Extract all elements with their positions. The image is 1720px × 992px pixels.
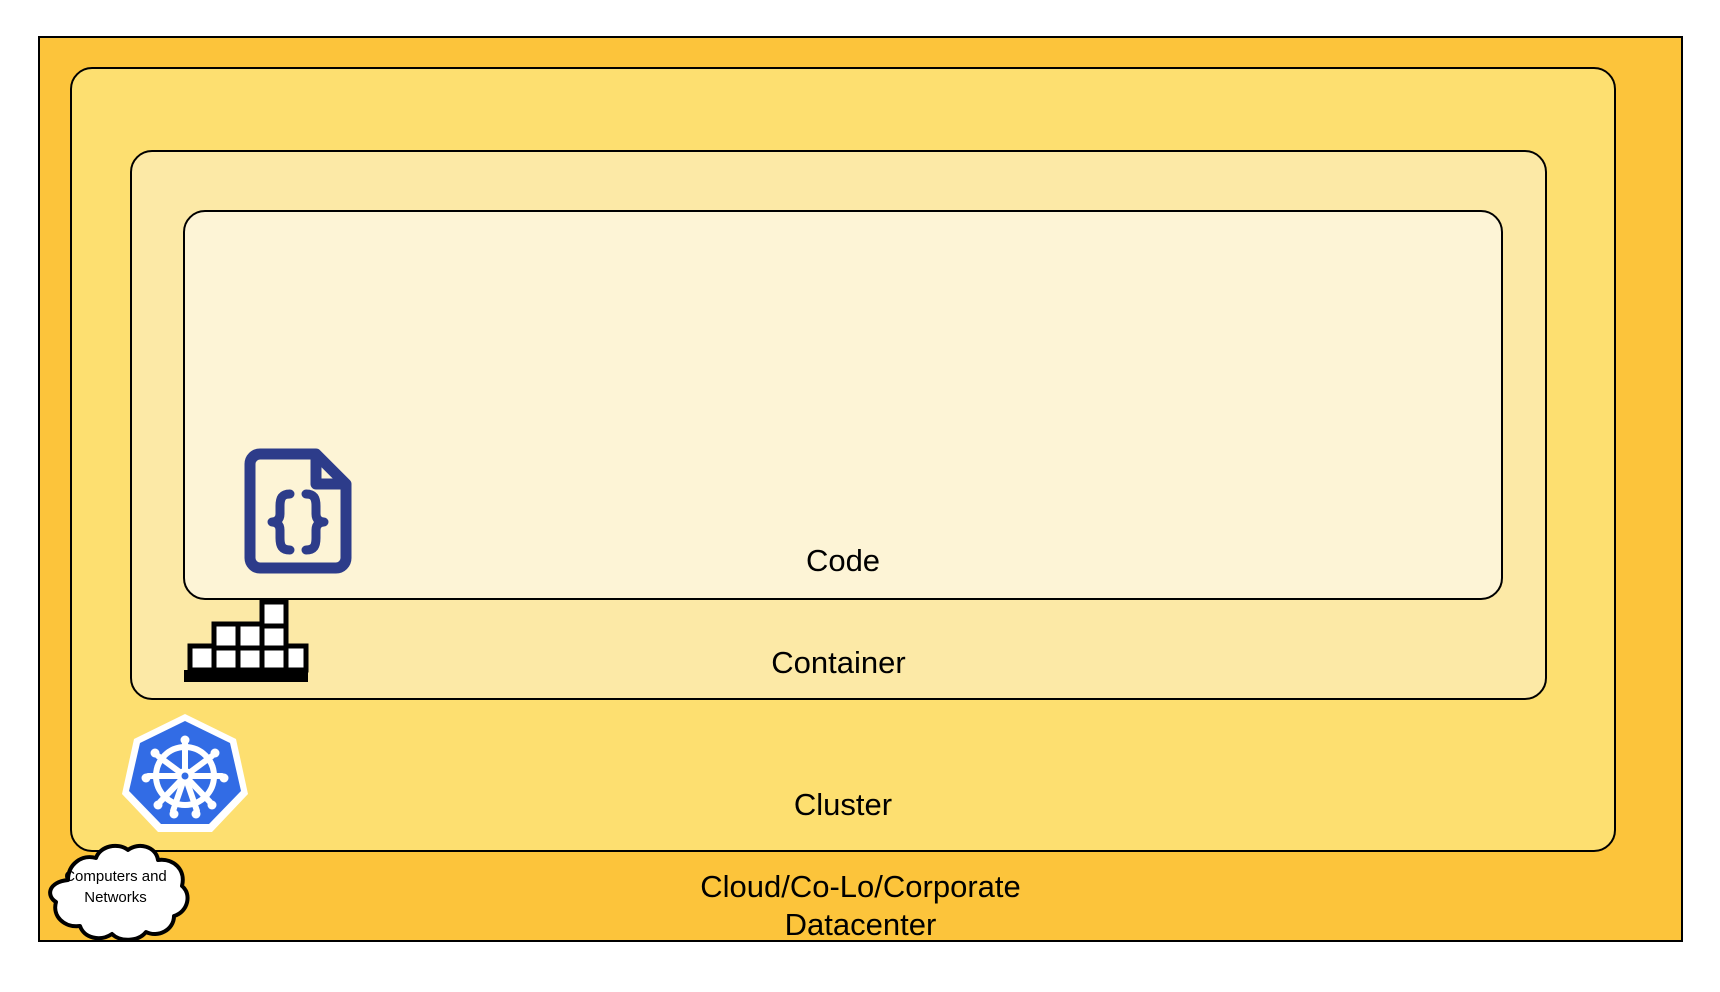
cloud-label: Computers and Networks bbox=[64, 868, 167, 906]
code-document-icon bbox=[242, 448, 352, 574]
label-cluster: Cluster bbox=[793, 787, 893, 822]
container-boxes-icon bbox=[182, 599, 310, 684]
kubernetes-icon bbox=[122, 712, 248, 834]
label-container: Container bbox=[771, 645, 906, 680]
layer-code bbox=[183, 210, 1503, 600]
label-code: Code bbox=[805, 543, 881, 578]
label-datacenter: Cloud/Co-Lo/Corporate Datacenter bbox=[700, 869, 1021, 942]
cloud-icon bbox=[38, 840, 193, 942]
